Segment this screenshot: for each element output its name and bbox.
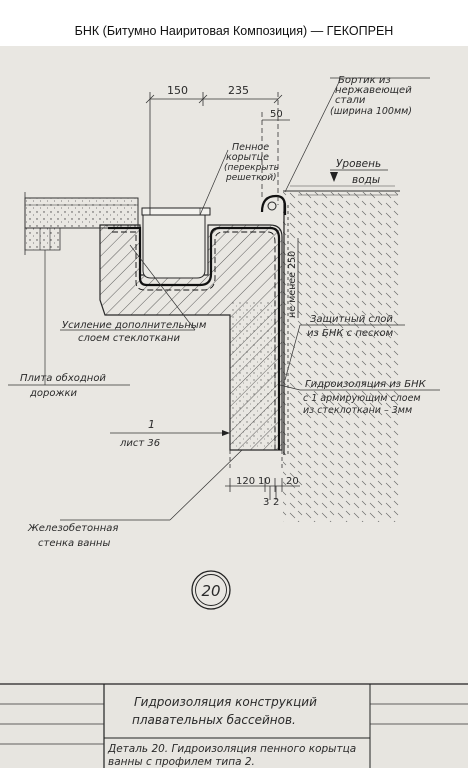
title-line-2: плавательных бассейнов. <box>132 713 296 727</box>
pool-water <box>283 192 400 522</box>
label-reinf-2: слоем стеклоткани <box>78 333 180 344</box>
waterproofing-layers <box>108 200 289 455</box>
detail-number-badge: 20 <box>191 570 231 610</box>
label-reinf-1: Усиление дополнительным <box>62 320 207 331</box>
label-korytce-2: корытце <box>226 152 269 163</box>
steel-edge <box>260 194 287 215</box>
label-ref-sheet: лист 36 <box>119 438 160 449</box>
label-wall-1: Железобетонная <box>27 522 118 534</box>
label-plate-1: Плита обходной <box>20 372 106 384</box>
label-ref-num: 1 <box>148 418 155 431</box>
label-bortik-3: стали <box>335 95 366 106</box>
technical-drawing: 150 235 50 не менее 250 120 10 20 3 2 <box>0 75 468 768</box>
label-korytce-1: Пенное <box>232 142 269 153</box>
detail-number: 20 <box>201 582 220 600</box>
dim-2: 2 <box>273 497 279 508</box>
label-plate-2: дорожки <box>29 388 78 399</box>
label-protect-2: из БНК с песком <box>307 328 394 339</box>
label-bortik-1: Бортик из <box>338 75 391 86</box>
label-bortik-2: нержавеющей <box>335 85 412 96</box>
dim-3: 3 <box>263 497 269 508</box>
grating <box>141 207 211 216</box>
dim-20: 20 <box>286 476 299 487</box>
leader-lines <box>8 77 440 521</box>
detail-line-2: ванны с профилем типа 2. <box>108 756 255 768</box>
dim-235: 235 <box>228 84 249 97</box>
label-protect-1: Защитный слой <box>310 314 393 325</box>
dim-10: 10 <box>258 476 271 487</box>
label-korytce-4: решеткой) <box>225 173 277 183</box>
detail-line-1: Деталь 20. Гидроизоляция пенного корытца <box>107 743 356 755</box>
label-bortik-4: (ширина 100мм) <box>330 106 412 117</box>
label-hydro-3: из стеклоткани – 3мм <box>303 405 412 416</box>
drawing-sheet: 150 235 50 не менее 250 120 10 20 3 2 <box>0 46 468 768</box>
label-hydro-1: Гидроизоляция из БНК <box>305 379 427 390</box>
page-header: БНК (Битумно Наиритовая Композиция) — ГЕ… <box>0 0 468 46</box>
water-level-marker <box>330 172 338 182</box>
dim-150: 150 <box>167 84 188 97</box>
annotations: Бортик из нержавеющей стали (ширина 100м… <box>20 75 427 549</box>
bottom-dimensions <box>225 478 300 500</box>
concrete-wall <box>99 212 283 470</box>
page-title: БНК (Битумно Наиритовая Композиция) — ГЕ… <box>74 24 394 38</box>
label-hydro-2: с 1 армирующим слоем <box>303 393 421 404</box>
title-line-1: Гидроизоляция конструкций <box>134 695 317 709</box>
label-level-1: Уровень <box>336 158 381 170</box>
top-dimensions <box>145 92 290 215</box>
dim-120: 120 <box>236 476 255 487</box>
label-wall-2: стенка ванны <box>38 538 110 549</box>
dim-min-250: не менее 250 <box>287 251 298 318</box>
title-block: Гидроизоляция конструкций плавательных б… <box>0 683 468 768</box>
label-korytce-3: (перекрыть <box>224 163 279 173</box>
label-level-2: воды <box>352 174 380 186</box>
dim-50: 50 <box>270 109 283 120</box>
walkway-plate <box>24 192 139 255</box>
